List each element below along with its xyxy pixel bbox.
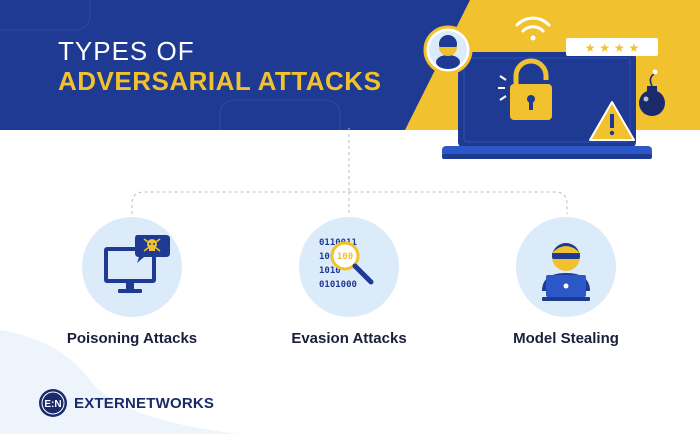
brand-name: EXTERNETWORKS (74, 394, 215, 412)
title-line-2: ADVERSARIAL ATTACKS (58, 66, 382, 96)
padlock-icon (498, 58, 552, 120)
binary-highlight: 100 (337, 252, 353, 262)
hero-illustration: ★ ★ ★ ★ (423, 16, 665, 159)
bomb-icon (639, 69, 665, 116)
binary-row-4: 0101000 (319, 280, 357, 290)
poisoning-attacks-label: Poisoning Attacks (66, 330, 198, 347)
hacker-laptop-icon (542, 243, 590, 301)
binary-row-1: 0110011 (319, 238, 357, 248)
brand: E:N EXTERNETWORKS (38, 386, 214, 420)
hacker-avatar-icon (423, 25, 473, 75)
logo-text: E:N (44, 399, 61, 410)
externetworks-logo-icon: E:N (39, 389, 67, 417)
svg-text:★ ★ ★ ★: ★ ★ ★ ★ (585, 41, 639, 55)
password-stars-icon: ★ ★ ★ ★ (566, 38, 658, 56)
title-line-1: TYPES OF (58, 36, 195, 66)
evasion-attacks-label: Evasion Attacks (291, 330, 407, 347)
wifi-icon (515, 16, 551, 41)
binary-row-3: 1010 (319, 266, 341, 276)
monitor-skull-icon (104, 235, 170, 293)
model-stealing-label: Model Stealing (513, 330, 619, 347)
poisoning-icon-circle (82, 217, 182, 317)
model-stealing-icon-circle (516, 217, 616, 317)
warning-icon (589, 101, 635, 141)
